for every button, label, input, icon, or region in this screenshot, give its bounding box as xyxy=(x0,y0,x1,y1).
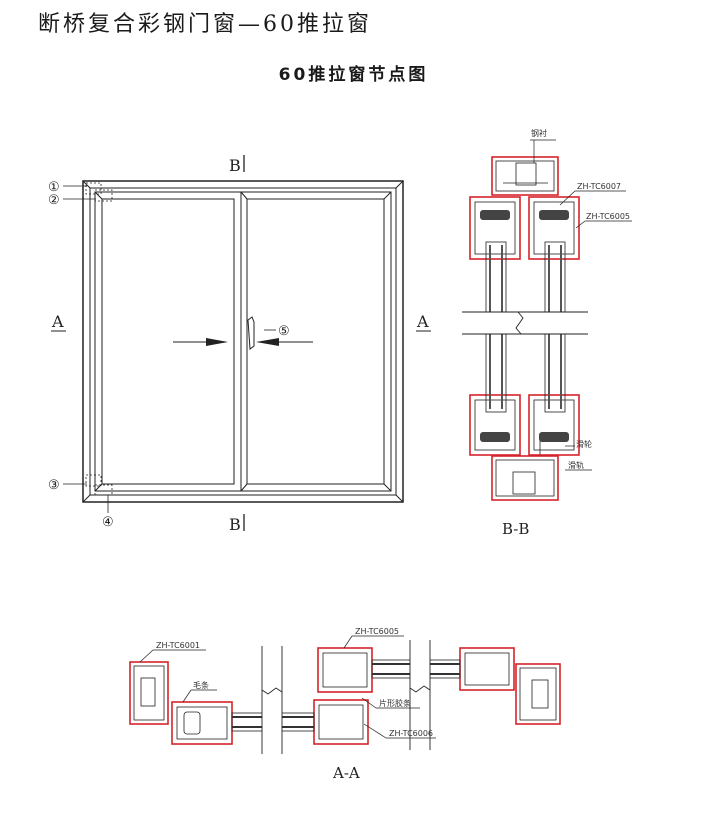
window-elevation xyxy=(51,155,431,531)
section-mark-b-top: B xyxy=(229,156,241,175)
section-mark-a-left: A xyxy=(51,312,64,331)
page-subtitle: 60推拉窗节点图 xyxy=(278,65,429,85)
section-mark-b-bottom: B xyxy=(229,515,241,534)
bb-label-track: 滑轨 xyxy=(568,460,584,470)
bb-label-zh-tc6005: ZH-TC6005 xyxy=(586,212,630,221)
bb-label-steel-liner: 钢衬 xyxy=(531,128,547,138)
callout-5: ⑤ xyxy=(278,324,290,339)
callout-1: ① xyxy=(48,180,60,195)
bb-caption: B-B xyxy=(502,520,529,538)
aa-label-zh-tc6006: ZH-TC6006 xyxy=(389,729,433,738)
bb-label-zh-tc6007: ZH-TC6007 xyxy=(577,182,621,191)
aa-label-zh-tc6005: ZH-TC6005 xyxy=(355,627,399,636)
section-aa-drawing xyxy=(129,635,561,754)
section-mark-a-right: A xyxy=(416,312,429,331)
aa-label-fin-seal: 片形胶条 xyxy=(379,698,411,708)
callout-4: ④ xyxy=(102,515,114,530)
bb-label-pulley: 滑轮 xyxy=(576,439,592,449)
aa-label-brush-strip: 毛条 xyxy=(193,680,209,690)
callout-2: ② xyxy=(48,193,60,208)
callout-3: ③ xyxy=(48,478,60,493)
section-bb-drawing xyxy=(462,139,632,501)
aa-caption: A-A xyxy=(332,764,360,782)
aa-label-zh-tc6001: ZH-TC6001 xyxy=(156,641,200,650)
page-title: 断桥复合彩钢门窗—60推拉窗 xyxy=(38,12,372,37)
